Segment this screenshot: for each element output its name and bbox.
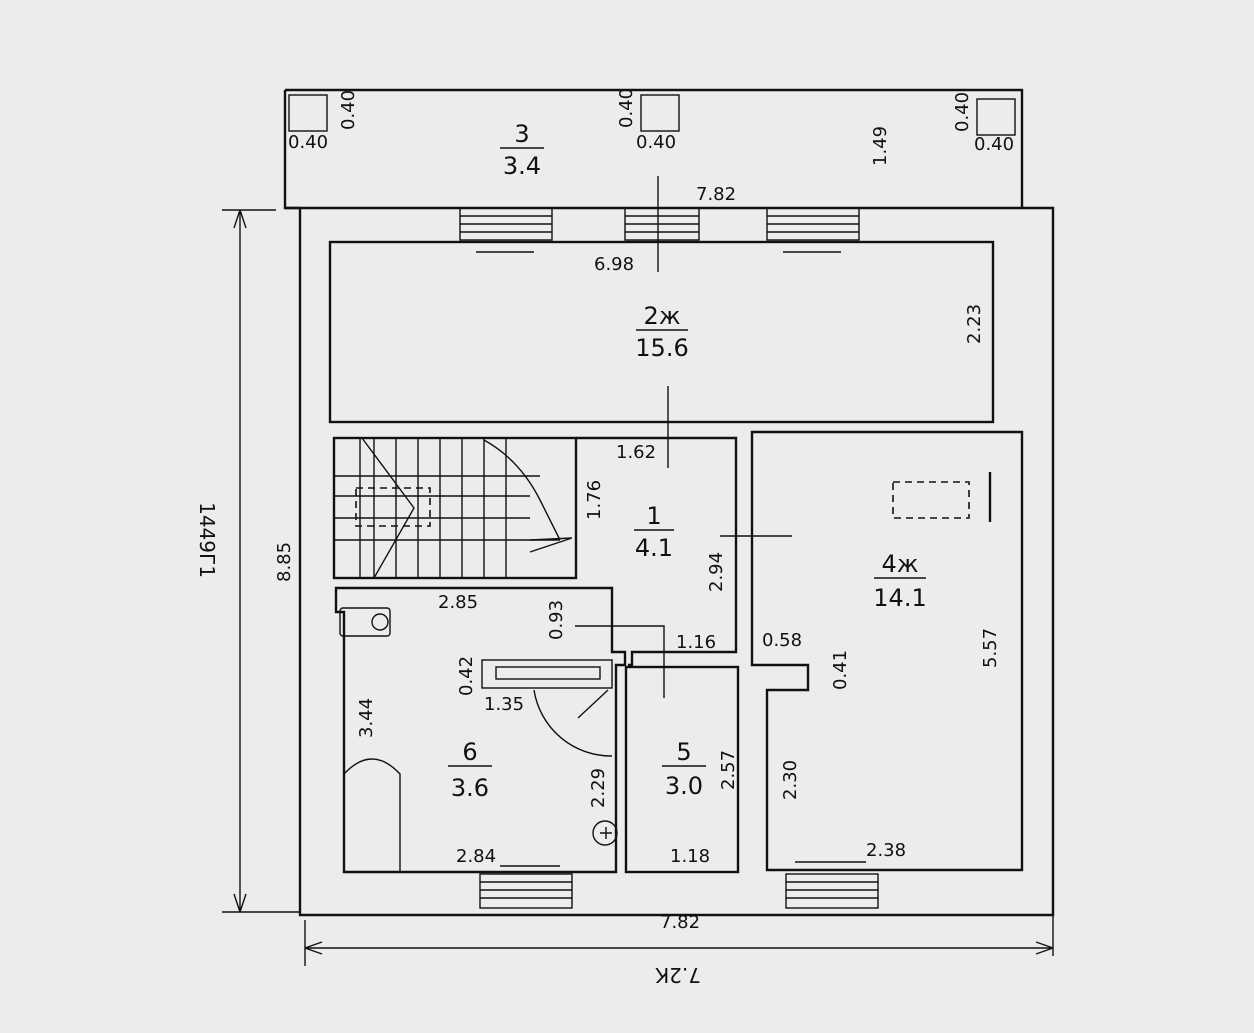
- room-4-number: 4ж: [882, 550, 919, 578]
- room-1-number: 1: [646, 502, 661, 530]
- dim-room2-length: 6.98: [594, 254, 634, 275]
- dim-terrace-length: 7.82: [696, 184, 736, 205]
- dim-niche-depth: 0.41: [830, 650, 851, 690]
- dim-pillar-2-h: 0.40: [616, 88, 637, 128]
- dim-room5-depth: 2.57: [718, 750, 739, 790]
- dim-pillar-1-w: 0.40: [288, 132, 328, 153]
- dim-pillar-3-h: 0.40: [952, 92, 973, 132]
- dim-overall-depth: 8.85: [274, 542, 295, 582]
- room-2-outline: [328, 240, 995, 424]
- dim-room1-depth-a: 1.76: [584, 480, 605, 520]
- dim-room1-length: 1.62: [616, 442, 656, 463]
- room-1-area: 4.1: [635, 534, 673, 562]
- room-6-area: 3.6: [451, 774, 489, 802]
- dim-room6-wall-width: 1.35: [484, 694, 524, 715]
- dim-corridor-width: 1.16: [676, 632, 716, 653]
- dim-room6-length: 2.85: [438, 592, 478, 613]
- room-5-number: 5: [676, 738, 691, 766]
- room-6-outline: [334, 586, 627, 874]
- dim-room4-depth: 5.57: [980, 628, 1001, 668]
- dim-niche-width: 0.58: [762, 630, 802, 651]
- staircase: [332, 436, 578, 580]
- dim-room1-depth-b: 2.94: [706, 552, 727, 592]
- dim-pillar-1-h: 0.40: [338, 90, 359, 130]
- dim-pillar-2-w: 0.40: [636, 132, 676, 153]
- dim-bottom-length: 7.82: [660, 912, 700, 933]
- dim-room5-width: 1.18: [670, 846, 710, 867]
- room-4-area: 14.1: [873, 584, 926, 612]
- stamp-side: 1449Г1: [195, 502, 219, 578]
- dim-room4-depth-b: 2.30: [780, 760, 801, 800]
- room-4-outline: [750, 430, 1024, 872]
- dim-room2-depth: 2.23: [964, 304, 985, 344]
- room-labels: 3 3.4 2ж 15.6 1 4.1 4ж 14.1 5 3.0 6 3.6: [448, 120, 927, 802]
- dim-room6-door-depth: 2.29: [588, 768, 609, 808]
- dim-room6-length-b: 2.84: [456, 846, 496, 867]
- room-1-outline: [575, 176, 792, 698]
- room-3-number: 3: [514, 120, 529, 148]
- lower-windows: [479, 873, 879, 909]
- dim-room6-wall-depth: 0.42: [456, 656, 477, 696]
- room-6-number: 6: [462, 738, 477, 766]
- overall-dimension-lines: [222, 209, 1054, 966]
- dim-terrace-depth: 1.49: [870, 126, 891, 166]
- upper-windows: [459, 207, 860, 253]
- room-3-area: 3.4: [503, 152, 541, 180]
- dim-room6-depth: 3.44: [356, 698, 377, 738]
- dim-room6-niche-depth: 0.93: [546, 600, 567, 640]
- terrace-pillars: [288, 94, 1016, 136]
- room-2-number: 2ж: [644, 302, 681, 330]
- room-5-outline: [624, 665, 740, 874]
- dimension-labels: 0.40 0.40 0.40 0.40 0.40 0.40 7.82 1.49 …: [195, 88, 1014, 987]
- dim-pillar-3-w: 0.40: [974, 134, 1014, 155]
- room-2-area: 15.6: [635, 334, 688, 362]
- room-5-area: 3.0: [665, 772, 703, 800]
- stamp-bottom: 7.2К: [655, 963, 701, 987]
- dim-room4-width: 2.38: [866, 840, 906, 861]
